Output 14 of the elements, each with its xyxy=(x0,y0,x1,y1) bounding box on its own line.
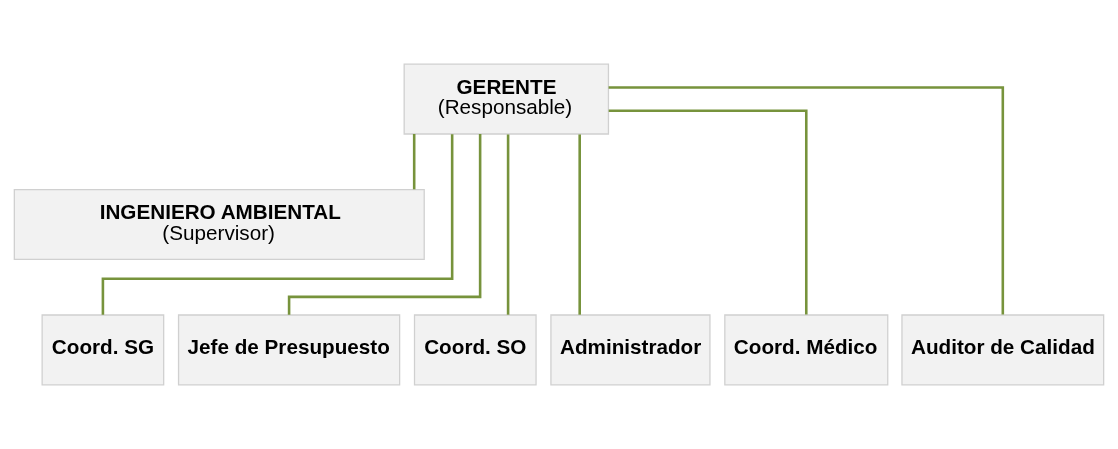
node-box: Jefe de Presupuesto xyxy=(177,314,401,386)
node-box: Coord. SO xyxy=(413,314,537,386)
connector xyxy=(101,134,454,315)
node-box: Auditor de Calidad xyxy=(901,314,1105,386)
node-box: Coord. Médico xyxy=(724,314,889,386)
connector xyxy=(578,134,581,315)
node-box: GERENTE (Responsable) xyxy=(403,63,610,135)
connector xyxy=(506,134,510,315)
node-box: Administrador xyxy=(550,314,711,386)
connector xyxy=(608,86,1005,315)
connector xyxy=(608,109,808,315)
connector xyxy=(412,134,416,190)
node-box: Coord. SG xyxy=(41,314,165,386)
node-box: INGENIERO AMBIENTAL (Supervisor) xyxy=(13,188,425,261)
